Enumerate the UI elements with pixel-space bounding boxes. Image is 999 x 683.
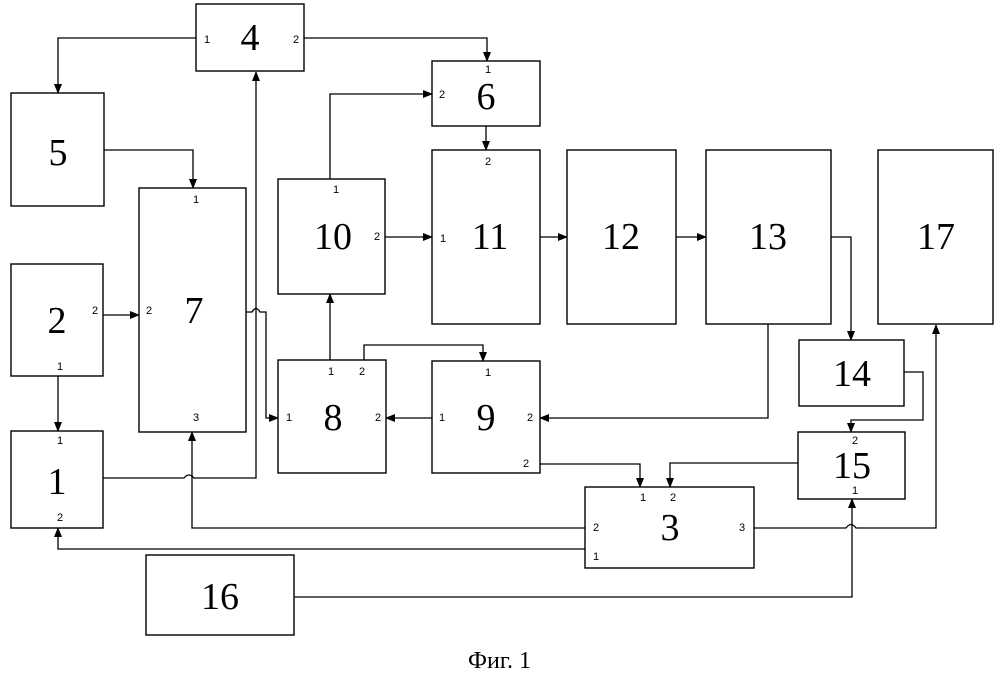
block-9: 9 1 1 2 2	[432, 361, 540, 473]
block-8: 8 1 2 1 2	[278, 360, 386, 473]
wire-13-to-9	[540, 324, 768, 418]
block-label: 10	[314, 216, 352, 258]
port-label: 1	[57, 361, 63, 373]
port-label: 1	[328, 366, 334, 378]
port-label: 2	[359, 366, 365, 378]
block-3: 3 1 2 2 1 3	[585, 487, 754, 568]
block-12: 12	[567, 150, 676, 324]
block-14: 14	[799, 340, 904, 406]
wire-15-to-3	[670, 463, 798, 487]
port-label: 1	[640, 492, 646, 504]
port-label: 2	[593, 522, 599, 534]
wire-5-to-7	[104, 150, 193, 188]
block-5: 5	[11, 93, 104, 206]
port-label: 2	[670, 492, 676, 504]
block-label: 7	[185, 290, 204, 332]
port-label: 2	[523, 458, 529, 470]
wire-4-to-5	[58, 38, 196, 93]
block-7: 7 1 2 3	[139, 188, 246, 432]
block-1: 1 1 2	[11, 431, 103, 528]
block-label: 15	[833, 445, 871, 487]
block-6: 6 1 2	[432, 61, 540, 126]
block-label: 13	[749, 216, 787, 258]
port-label: 3	[739, 522, 745, 534]
port-label: 1	[193, 194, 199, 206]
port-label: 2	[57, 512, 63, 524]
port-label: 2	[852, 435, 858, 447]
block-label: 1	[48, 461, 67, 503]
block-label: 5	[49, 132, 68, 174]
block-2: 2 2 1	[11, 264, 103, 376]
block-11: 11 2 1	[432, 150, 540, 324]
wire-7-to-8	[246, 309, 278, 419]
block-label: 2	[48, 300, 67, 342]
port-label: 1	[485, 367, 491, 379]
port-label: 1	[57, 435, 63, 447]
port-label: 2	[293, 34, 299, 46]
block-17: 17	[878, 150, 993, 324]
port-label: 1	[593, 551, 599, 563]
block-label: 8	[324, 397, 343, 439]
block-15: 15 2 1	[798, 432, 905, 499]
block-label: 11	[472, 216, 509, 258]
block-label: 4	[241, 17, 260, 59]
block-label: 6	[477, 76, 496, 118]
port-label: 2	[374, 231, 380, 243]
port-label: 2	[375, 412, 381, 424]
block-label: 12	[602, 216, 640, 258]
wire-16-to-15	[294, 499, 852, 597]
port-label: 1	[852, 485, 858, 497]
port-label: 1	[333, 184, 339, 196]
block-13: 13	[706, 150, 831, 324]
block-10: 10 1 2	[278, 179, 385, 294]
block-label: 17	[917, 216, 955, 258]
wire-3-to-1	[58, 528, 585, 549]
block-16: 16	[146, 555, 294, 635]
block-4: 4 1 2	[196, 4, 304, 71]
wire-8-to-9	[364, 345, 483, 361]
block-label: 9	[477, 397, 496, 439]
port-label: 1	[204, 34, 210, 46]
wire-13-to-14	[831, 237, 851, 340]
wire-10-to-6	[330, 94, 432, 179]
port-label: 1	[485, 64, 491, 76]
wire-9-to-3	[540, 464, 640, 487]
wire-4-to-6	[304, 38, 487, 61]
block-label: 3	[661, 507, 680, 549]
block-label: 14	[833, 353, 871, 395]
port-label: 1	[439, 412, 445, 424]
port-label: 2	[92, 305, 98, 317]
port-label: 2	[146, 305, 152, 317]
port-label: 1	[286, 412, 292, 424]
port-label: 1	[440, 233, 446, 245]
port-label: 2	[485, 156, 491, 168]
figure-caption: Фиг. 1	[0, 648, 999, 675]
port-label: 2	[527, 412, 533, 424]
port-label: 3	[193, 412, 199, 424]
block-label: 16	[201, 576, 239, 618]
port-label: 2	[439, 89, 445, 101]
